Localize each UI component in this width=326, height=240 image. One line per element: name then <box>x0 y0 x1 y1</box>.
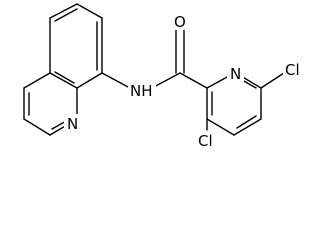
amide-nh-label: NH <box>130 82 153 100</box>
quinoline-benzene-ring <box>49 3 103 89</box>
label-background <box>171 12 189 30</box>
bond <box>76 72 103 89</box>
quinoline-nitrogen-label: N <box>67 115 78 133</box>
bond <box>233 118 262 136</box>
double-bond <box>54 71 75 84</box>
bond <box>260 72 285 89</box>
label-background <box>64 114 81 132</box>
atom-labels: N NH O N Cl Cl <box>64 12 305 150</box>
pyridine-nitrogen-label: N <box>230 65 241 83</box>
bond <box>240 75 262 89</box>
bond <box>101 72 131 89</box>
amide-linker <box>101 29 208 89</box>
label-background <box>227 64 244 82</box>
carbonyl-oxygen-label: O <box>174 13 186 31</box>
bond <box>179 72 208 89</box>
pyridine-ring <box>206 72 285 136</box>
chlorine-bottom-label: Cl <box>198 132 213 150</box>
double-bond <box>54 8 78 22</box>
bond <box>49 72 78 89</box>
bond <box>206 75 230 89</box>
label-background <box>196 131 218 149</box>
molecule-structure: N NH O N Cl Cl <box>23 3 305 150</box>
bond <box>151 72 181 89</box>
quinoline-pyridine-ring <box>23 17 78 136</box>
bond <box>49 3 78 19</box>
bond <box>206 118 235 136</box>
double-bond <box>236 115 257 129</box>
bond <box>76 3 103 19</box>
chlorine-top-label: Cl <box>285 61 300 79</box>
bond <box>23 118 51 136</box>
label-background <box>128 81 156 99</box>
label-background <box>283 60 305 78</box>
bond <box>23 72 51 89</box>
double-bond <box>241 79 257 89</box>
